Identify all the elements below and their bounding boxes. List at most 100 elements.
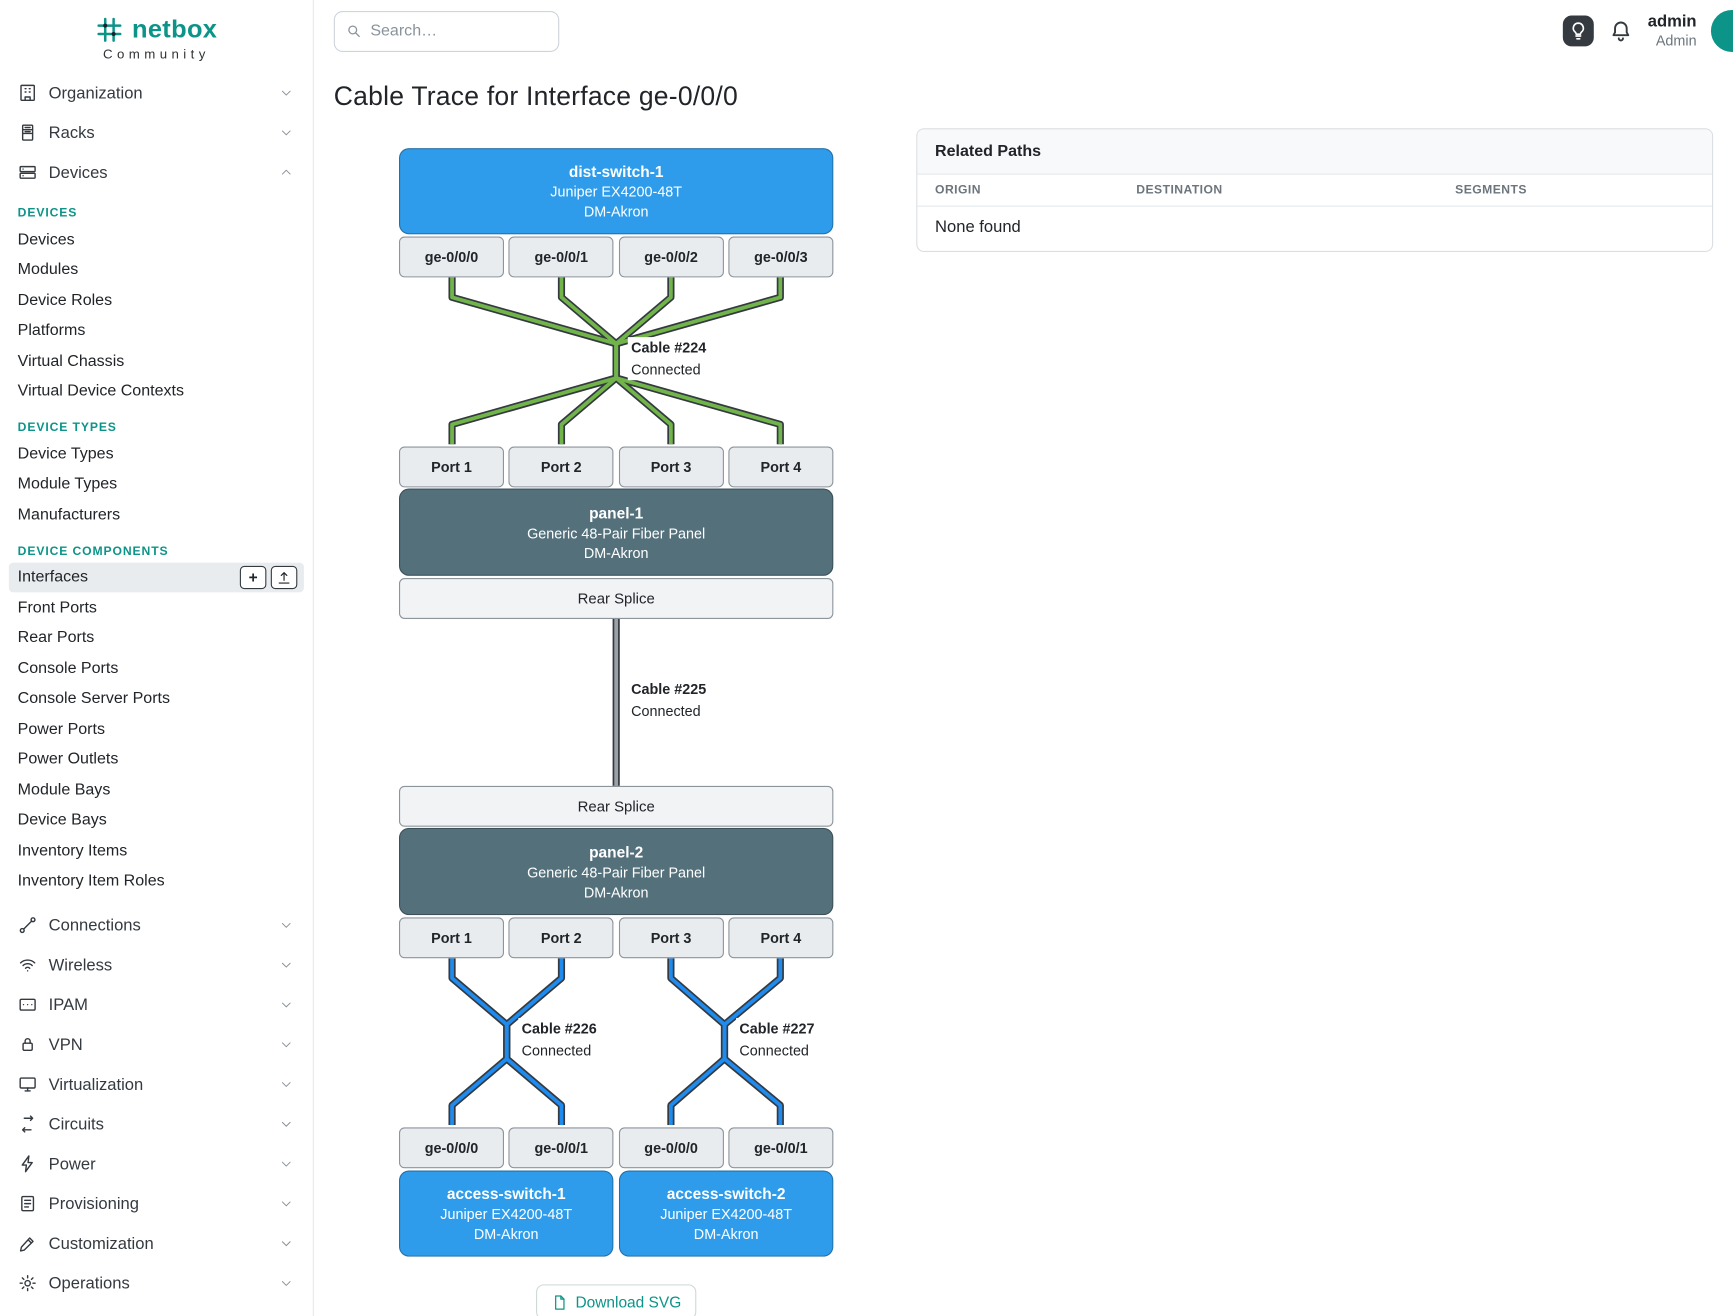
port-row-access-switches: ge-0/0/0 ge-0/0/1 ge-0/0/0 ge-0/0/1 bbox=[398, 1127, 834, 1169]
chevron-down-icon bbox=[280, 918, 293, 931]
sidebar-group-racks[interactable]: Racks bbox=[9, 113, 304, 153]
search-input[interactable] bbox=[370, 22, 548, 40]
wifi-icon bbox=[18, 955, 38, 975]
cable-status: Connected bbox=[631, 702, 701, 719]
sidebar-group-devices[interactable]: Devices bbox=[9, 153, 304, 193]
cable-link[interactable]: Cable #226 bbox=[521, 1020, 597, 1037]
sidebar-group-vpn[interactable]: VPN bbox=[9, 1025, 304, 1065]
port-box[interactable]: ge-0/0/2 bbox=[618, 236, 724, 278]
sidebar-item-virtual-chassis[interactable]: Virtual Chassis bbox=[17, 352, 125, 370]
port-box[interactable]: ge-0/0/0 bbox=[618, 1127, 724, 1169]
port-box[interactable]: ge-0/0/1 bbox=[508, 1127, 614, 1169]
sidebar-item-power-ports[interactable]: Power Ports bbox=[17, 720, 105, 739]
search-box[interactable] bbox=[333, 10, 560, 52]
sidebar-item-device-roles[interactable]: Device Roles bbox=[17, 291, 113, 310]
notifications-button[interactable] bbox=[1608, 18, 1633, 43]
port-box[interactable]: ge-0/0/1 bbox=[508, 236, 614, 278]
access-switch-row: access-switch-1 Juniper EX4200-48T DM-Ak… bbox=[398, 1170, 834, 1257]
port-box[interactable]: Port 1 bbox=[398, 446, 504, 488]
device-box-panel-1[interactable]: panel-1 Generic 48-Pair Fiber Panel DM-A… bbox=[398, 488, 834, 576]
sidebar-item-rear-ports[interactable]: Rear Ports bbox=[17, 629, 95, 647]
sidebar-group-organization[interactable]: Organization bbox=[9, 73, 304, 113]
sidebar-item-inventory-item-roles[interactable]: Inventory Item Roles bbox=[17, 872, 165, 891]
sidebar-item-platforms[interactable]: Platforms bbox=[17, 321, 86, 340]
sidebar-group-wireless[interactable]: Wireless bbox=[9, 945, 304, 985]
cable-226-227-strands bbox=[448, 958, 784, 1126]
port-box[interactable]: ge-0/0/1 bbox=[728, 1127, 834, 1169]
user-name: admin bbox=[1647, 12, 1697, 32]
user-menu[interactable]: admin Admin bbox=[1648, 12, 1697, 49]
lightning-icon bbox=[18, 1154, 38, 1174]
sidebar-item-inventory-items[interactable]: Inventory Items bbox=[17, 841, 128, 860]
sidebar-group-virtualization[interactable]: Virtualization bbox=[9, 1064, 304, 1104]
chevron-down-icon bbox=[280, 1237, 293, 1250]
chevron-down-icon bbox=[280, 1117, 293, 1130]
add-button[interactable]: + bbox=[239, 565, 267, 589]
sidebar-group-customization[interactable]: Customization bbox=[9, 1224, 304, 1264]
trace-column: dist-switch-1 Juniper EX4200-48T DM-Akro… bbox=[334, 128, 834, 1316]
download-svg-button[interactable]: Download SVG bbox=[535, 1284, 697, 1316]
sidebar-group-connections[interactable]: Connections bbox=[9, 905, 304, 945]
column-header-destination: DESTINATION bbox=[1136, 183, 1223, 197]
sidebar-group-provisioning[interactable]: Provisioning bbox=[9, 1184, 304, 1224]
cable-zone-225: Cable #225 Connected bbox=[399, 618, 833, 786]
topbar: admin Admin bbox=[314, 0, 1733, 62]
device-box-access-switch-1[interactable]: access-switch-1 Juniper EX4200-48T DM-Ak… bbox=[398, 1170, 614, 1257]
brand[interactable]: netbox Community bbox=[0, 0, 313, 66]
brand-name: netbox bbox=[131, 14, 218, 44]
sidebar-item-virtual-device-contexts[interactable]: Virtual Device Contexts bbox=[17, 382, 184, 401]
device-box-access-switch-2[interactable]: access-switch-2 Juniper EX4200-48T DM-Ak… bbox=[618, 1170, 834, 1257]
port-box[interactable]: ge-0/0/0 bbox=[398, 1127, 504, 1169]
sidebar-item-manufacturers[interactable]: Manufacturers bbox=[17, 505, 121, 524]
sidebar-item-console-server-ports[interactable]: Console Server Ports bbox=[17, 689, 171, 708]
port-box[interactable]: ge-0/0/0 bbox=[398, 236, 504, 278]
chevron-down-icon bbox=[280, 1277, 293, 1290]
user-role: Admin bbox=[1655, 32, 1697, 49]
port-box[interactable]: Port 4 bbox=[728, 917, 834, 959]
section-header-device-components: DEVICE COMPONENTS bbox=[17, 544, 169, 558]
theme-toggle-button[interactable] bbox=[1562, 15, 1594, 47]
cable-status: Connected bbox=[739, 1041, 809, 1059]
sidebar-group-operations[interactable]: Operations bbox=[9, 1263, 304, 1303]
sidebar-item-console-ports[interactable]: Console Ports bbox=[17, 659, 119, 678]
brand-tagline: Community bbox=[102, 46, 210, 62]
sidebar-item-device-types[interactable]: Device Types bbox=[17, 445, 114, 463]
port-box[interactable]: ge-0/0/3 bbox=[728, 236, 834, 278]
cable-label-225: Cable #225 Connected bbox=[627, 678, 710, 722]
sidebar-group-power[interactable]: Power bbox=[9, 1144, 304, 1184]
avatar[interactable] bbox=[1710, 9, 1733, 52]
cable-224-strands bbox=[448, 277, 784, 445]
rear-splice-panel-1[interactable]: Rear Splice bbox=[398, 578, 834, 619]
port-box[interactable]: Port 3 bbox=[618, 917, 724, 959]
cable-link[interactable]: Cable #225 bbox=[631, 680, 707, 698]
device-box-dist-switch-1[interactable]: dist-switch-1 Juniper EX4200-48T DM-Akro… bbox=[398, 148, 834, 235]
port-box[interactable]: Port 2 bbox=[508, 917, 614, 959]
port-box[interactable]: Port 4 bbox=[728, 446, 834, 488]
sidebar-item-modules[interactable]: Modules bbox=[17, 261, 79, 279]
cable-label-227: Cable #227 Connected bbox=[736, 1017, 818, 1062]
port-box[interactable]: Port 2 bbox=[508, 446, 614, 488]
port-row-panel-1-front: Port 1 Port 2 Port 3 Port 4 bbox=[398, 446, 834, 488]
sidebar-item-devices[interactable]: Devices bbox=[17, 230, 75, 249]
sidebar-group-circuits[interactable]: Circuits bbox=[9, 1104, 304, 1144]
import-button[interactable] bbox=[270, 565, 298, 589]
port-box[interactable]: Port 1 bbox=[398, 917, 504, 959]
cable-link[interactable]: Cable #224 bbox=[631, 339, 707, 356]
section-header-device-types: DEVICE TYPES bbox=[17, 421, 117, 435]
column-header-origin: ORIGIN bbox=[935, 183, 981, 197]
device-box-panel-2[interactable]: panel-2 Generic 48-Pair Fiber Panel DM-A… bbox=[398, 827, 834, 916]
chevron-down-icon bbox=[280, 1038, 293, 1051]
sidebar-item-module-bays[interactable]: Module Bays bbox=[17, 781, 111, 799]
devices-icon bbox=[18, 162, 38, 182]
sidebar-item-device-bays[interactable]: Device Bays bbox=[17, 811, 107, 830]
sidebar-item-module-types[interactable]: Module Types bbox=[17, 475, 118, 494]
sidebar-item-power-outlets[interactable]: Power Outlets bbox=[17, 750, 119, 769]
sidebar-item-front-ports[interactable]: Front Ports bbox=[17, 598, 97, 617]
port-box[interactable]: Port 3 bbox=[618, 446, 724, 488]
rear-splice-panel-2[interactable]: Rear Splice bbox=[398, 785, 834, 827]
building-icon bbox=[18, 83, 38, 103]
cable-link[interactable]: Cable #227 bbox=[739, 1020, 815, 1037]
download-row: Download SVG bbox=[399, 1284, 833, 1316]
sidebar-item-interfaces[interactable]: Interfaces + bbox=[8, 562, 304, 593]
sidebar-group-ipam[interactable]: IPAM bbox=[9, 985, 304, 1025]
